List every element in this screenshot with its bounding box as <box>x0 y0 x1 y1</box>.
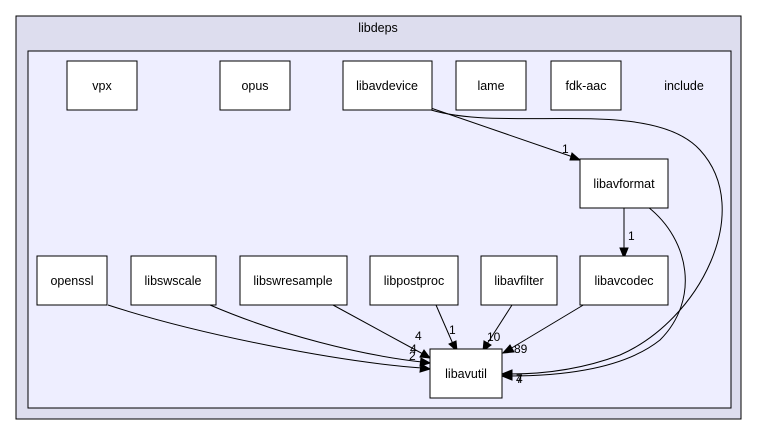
node-libavutil[interactable]: libavutil <box>429 348 503 399</box>
node-libavdevice[interactable]: libavdevice <box>342 60 433 111</box>
node-lame[interactable]: lame <box>455 60 527 111</box>
edge-libavcodec-libavutil: 89 <box>501 303 586 356</box>
cluster-libdeps-label: libdeps <box>358 21 398 35</box>
node-libavformat-label: libavformat <box>593 177 655 191</box>
node-fdk-aac-label: fdk-aac <box>566 79 607 93</box>
node-libavutil-label: libavutil <box>445 367 487 381</box>
edge-label-libavformat-libavcodec: 1 <box>628 229 635 243</box>
edge-label-libavfilter-libavutil: 10 <box>487 330 501 344</box>
node-libswscale[interactable]: libswscale <box>130 255 217 306</box>
edge-label-libavformat-libavutil: 7 <box>516 372 523 386</box>
node-libavfilter[interactable]: libavfilter <box>480 255 558 306</box>
edge-label-libswresample-libavutil: 4 <box>415 329 422 343</box>
edge-label-libpostproc-libavutil: 1 <box>449 323 456 337</box>
edge-libavformat-libavcodec: 1 <box>619 208 635 260</box>
edge-label-libavcodec-libavutil: 89 <box>514 342 528 356</box>
node-libavformat[interactable]: libavformat <box>579 158 669 209</box>
node-libpostproc-label: libpostproc <box>384 274 444 288</box>
edge-libswscale-libavutil: 4 <box>209 304 432 367</box>
node-opus-label: opus <box>241 79 268 93</box>
edge-libavformat-libavutil: 7 <box>500 206 686 386</box>
node-fdk-aac[interactable]: fdk-aac <box>550 60 622 111</box>
edge-label-libswscale-libavutil: 4 <box>410 342 417 356</box>
node-openssl-label: openssl <box>50 274 93 288</box>
node-libavcodec[interactable]: libavcodec <box>579 255 669 306</box>
include-label: include <box>664 79 704 93</box>
edge-label-openssl-libavutil: 2 <box>409 349 416 363</box>
edge-label-libavdevice-libavformat: 1 <box>562 142 569 156</box>
node-libswresample-label: libswresample <box>253 274 332 288</box>
edge-openssl-libavutil: 2 <box>107 304 432 373</box>
edge-label-libavdevice-libavutil: 4 <box>516 372 523 386</box>
node-libpostproc[interactable]: libpostproc <box>369 255 459 306</box>
node-opus[interactable]: opus <box>219 60 291 111</box>
edge-libswresample-libavutil: 4 <box>332 304 432 359</box>
node-libswscale-label: libswscale <box>145 274 202 288</box>
edges: 1 4 1 7 89 10 <box>107 105 723 386</box>
node-libavcodec-label: libavcodec <box>594 274 653 288</box>
node-vpx[interactable]: vpx <box>66 60 138 111</box>
node-vpx-label: vpx <box>92 79 112 93</box>
node-openssl[interactable]: openssl <box>36 255 108 306</box>
node-lame-label: lame <box>477 79 504 93</box>
node-libswresample[interactable]: libswresample <box>239 255 348 306</box>
node-libavfilter-label: libavfilter <box>494 274 543 288</box>
node-libavdevice-label: libavdevice <box>356 79 418 93</box>
